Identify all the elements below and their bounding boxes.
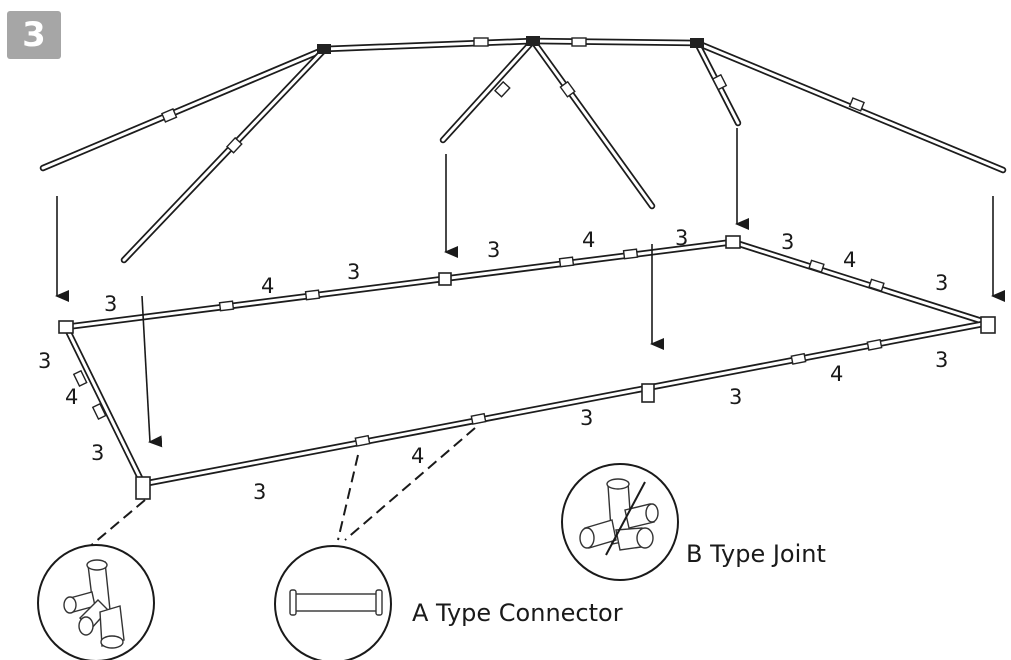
joint-b-label: B Type Joint: [686, 540, 826, 568]
roof-pole: [529, 37, 656, 210]
arrow: [141, 295, 163, 448]
segment-number: 4: [582, 228, 595, 252]
connector-a-callout: [274, 545, 392, 660]
base-pole: [62, 323, 147, 488]
roof-pole: [120, 45, 329, 264]
base-pole: [62, 238, 737, 331]
roof-pole: [321, 37, 537, 53]
step-number-badge: 3: [7, 11, 61, 59]
segment-number: 3: [347, 260, 360, 284]
roof-joint: [690, 38, 704, 48]
base-pole: [139, 319, 992, 488]
connector-a-label: A Type Connector: [412, 599, 623, 627]
segment-number: 3: [675, 226, 688, 250]
segment-number: 3: [580, 406, 593, 430]
callout-leaders: [87, 427, 476, 549]
segment-number: 4: [830, 362, 843, 386]
base-pole: [729, 238, 992, 327]
base-frame: [58, 235, 996, 500]
roof-joint: [317, 44, 331, 54]
segment-number: 4: [411, 444, 424, 468]
segment-number: 3: [935, 348, 948, 372]
base-connectors: [72, 248, 885, 447]
segment-number: 4: [261, 274, 274, 298]
joint-b-icon: [579, 478, 659, 556]
segment-number: 3: [91, 441, 104, 465]
segment-number: 3: [38, 349, 51, 373]
segment-number: 4: [65, 385, 78, 409]
roof-frame: [39, 36, 1007, 264]
segment-number: 3: [729, 385, 742, 409]
roof-pole: [439, 37, 537, 144]
segment-numbers: 3 4 3 3 4 3 3 4 3 3 4 3 3 4 3 3 4 3: [38, 226, 948, 504]
segment-number: 3: [935, 271, 948, 295]
segment-number: 3: [104, 292, 117, 316]
segment-number: 3: [781, 230, 794, 254]
roof-pole: [39, 45, 329, 172]
corner-joint-callout: [37, 544, 155, 660]
joint-b-callout: [561, 463, 679, 581]
assembly-arrows: [55, 128, 1005, 448]
base-joints: [58, 235, 996, 500]
segment-number: 4: [843, 248, 856, 272]
roof-pole: [529, 37, 701, 47]
connector-a-icon: [289, 589, 383, 616]
segment-number: 3: [253, 480, 266, 504]
corner-joint-icon: [63, 559, 125, 649]
segment-number: 3: [487, 238, 500, 262]
roof-connectors: [160, 37, 865, 154]
roof-joint: [526, 36, 540, 46]
